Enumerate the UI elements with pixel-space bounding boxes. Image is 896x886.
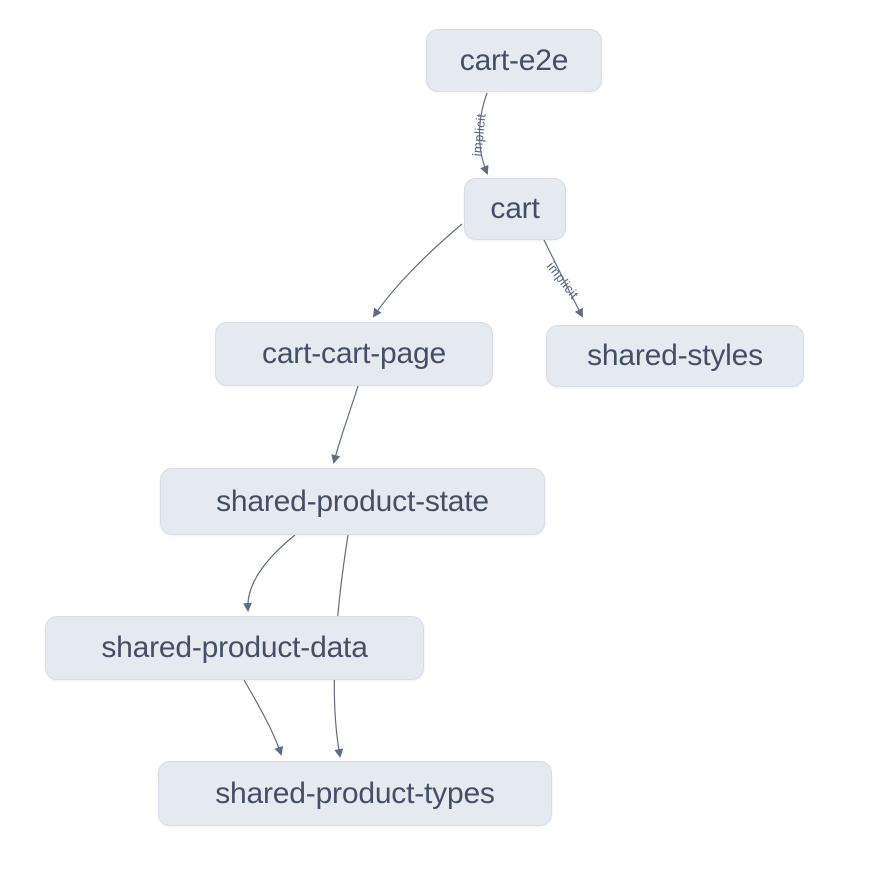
edge-label-cart-e2e-to-cart: implicit [469, 113, 488, 157]
graph-node-cart-cart-page[interactable]: cart-cart-page [215, 322, 493, 386]
graph-node-label: shared-product-types [215, 776, 495, 810]
graph-edge-cart-cart-page-to-shared-product-state [331, 385, 359, 464]
graph-node-shared-product-data[interactable]: shared-product-data [45, 616, 424, 680]
graph-edge-shared-product-data-to-shared-product-types [243, 679, 284, 756]
edge-label-cart-to-shared-styles: implicit [544, 259, 582, 302]
graph-edge-cart-to-cart-cart-page [372, 223, 463, 318]
graph-edge-cart-e2e-to-cart [478, 92, 489, 175]
graph-edge-shared-product-state-to-shared-product-data [242, 534, 296, 612]
graph-node-label: shared-product-state [216, 484, 489, 518]
graph-node-cart[interactable]: cart [464, 178, 566, 240]
graph-node-shared-product-types[interactable]: shared-product-types [158, 761, 552, 826]
graph-node-label: cart-e2e [459, 43, 569, 77]
graph-node-label: cart-cart-page [262, 337, 446, 370]
graph-node-label: shared-product-data [101, 631, 368, 664]
graph-node-shared-styles[interactable]: shared-styles [546, 325, 804, 387]
graph-node-cart-e2e[interactable]: cart-e2e [426, 29, 602, 92]
graph-node-label: cart [490, 192, 540, 225]
graph-edge-cart-to-shared-styles [543, 239, 583, 318]
graph-node-shared-product-state[interactable]: shared-product-state [160, 468, 545, 535]
graph-node-label: shared-styles [587, 339, 763, 372]
